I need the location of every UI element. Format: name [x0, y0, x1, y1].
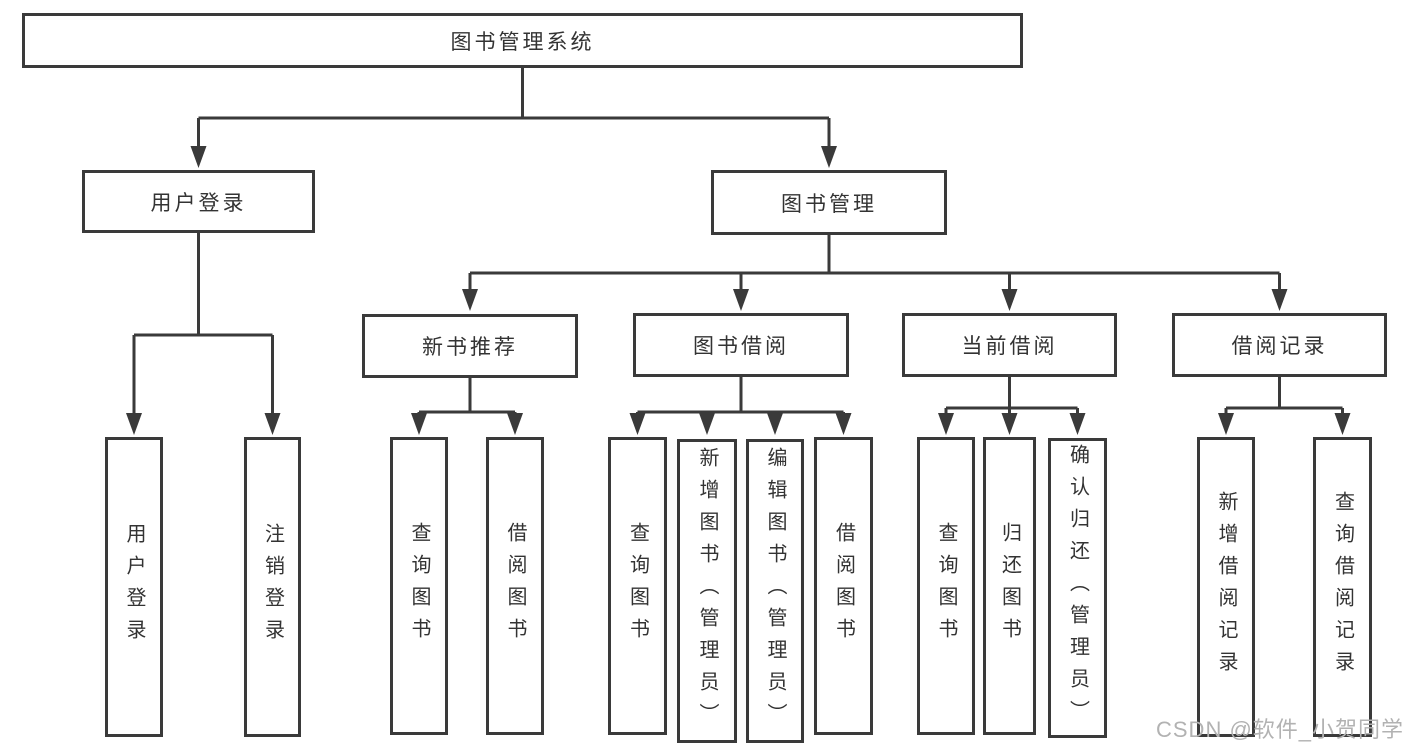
node-label: 查询借阅记录 — [1331, 491, 1354, 683]
node-book-borrow: 图书借阅 — [633, 313, 849, 377]
node-label: 用户登录 — [123, 523, 145, 651]
node-label: 借阅图书 — [504, 522, 526, 650]
node-leaf-query-books-2: 查询图书 — [608, 437, 667, 735]
node-label: 查询图书 — [626, 522, 649, 650]
node-leaf-user-login: 用户登录 — [105, 437, 163, 737]
csdn-watermark: CSDN @软件_小贺同学 — [1156, 717, 1405, 742]
node-borrow-records: 借阅记录 — [1172, 313, 1387, 377]
node-current-borrow: 当前借阅 — [902, 313, 1117, 377]
node-label: 查询图书 — [935, 522, 957, 650]
node-label: 借阅图书 — [832, 522, 855, 650]
node-leaf-edit-books-admin: 编辑图书（管理员） — [746, 439, 804, 743]
node-label: 编辑图书（管理员） — [764, 447, 786, 735]
connector-book-borrow-to-leaves — [629, 377, 852, 435]
node-leaf-add-borrow-record: 新增借阅记录 — [1197, 437, 1255, 737]
node-label: 新书推荐 — [422, 336, 518, 359]
connector-current-borrow-to-leaves — [938, 377, 1086, 435]
connector-new-book-recommend-to-leaves — [411, 378, 523, 435]
node-root-library-management-system: 图书管理系统 — [22, 13, 1023, 68]
node-book-management: 图书管理 — [711, 170, 947, 235]
node-label: 图书管理 — [781, 192, 877, 216]
node-leaf-add-books-admin: 新增图书（管理员） — [677, 439, 737, 743]
node-label: 新增图书（管理员） — [696, 447, 718, 735]
node-label: 注销登录 — [261, 523, 284, 651]
node-leaf-query-books-3: 查询图书 — [917, 437, 975, 735]
node-leaf-confirm-return-admin: 确认归还（管理员） — [1048, 438, 1107, 738]
node-leaf-return-books: 归还图书 — [983, 437, 1036, 735]
connector-user-login-to-leaves — [126, 233, 281, 435]
connector-root-to-level2 — [190, 68, 837, 168]
node-label: 用户登录 — [150, 191, 247, 215]
node-label: 当前借阅 — [961, 335, 1058, 358]
node-label: 借阅记录 — [1231, 335, 1328, 358]
node-label: 新增借阅记录 — [1215, 491, 1237, 683]
node-label: 查询图书 — [408, 522, 430, 650]
node-label: 归还图书 — [998, 522, 1021, 650]
connector-borrow-records-to-leaves — [1218, 377, 1351, 435]
node-new-book-recommend: 新书推荐 — [362, 314, 578, 378]
node-label: 确认归还（管理员） — [1066, 444, 1089, 732]
node-user-login: 用户登录 — [82, 170, 315, 233]
node-leaf-borrow-books-1: 借阅图书 — [486, 437, 544, 735]
node-leaf-query-borrow-record: 查询借阅记录 — [1313, 437, 1372, 737]
node-label: 图书借阅 — [693, 335, 789, 358]
node-leaf-logout: 注销登录 — [244, 437, 301, 737]
node-leaf-query-books-1: 查询图书 — [390, 437, 448, 735]
connector-book-management-to-level3 — [462, 235, 1288, 311]
node-leaf-borrow-books-2: 借阅图书 — [814, 437, 873, 735]
node-label: 图书管理系统 — [450, 30, 595, 54]
